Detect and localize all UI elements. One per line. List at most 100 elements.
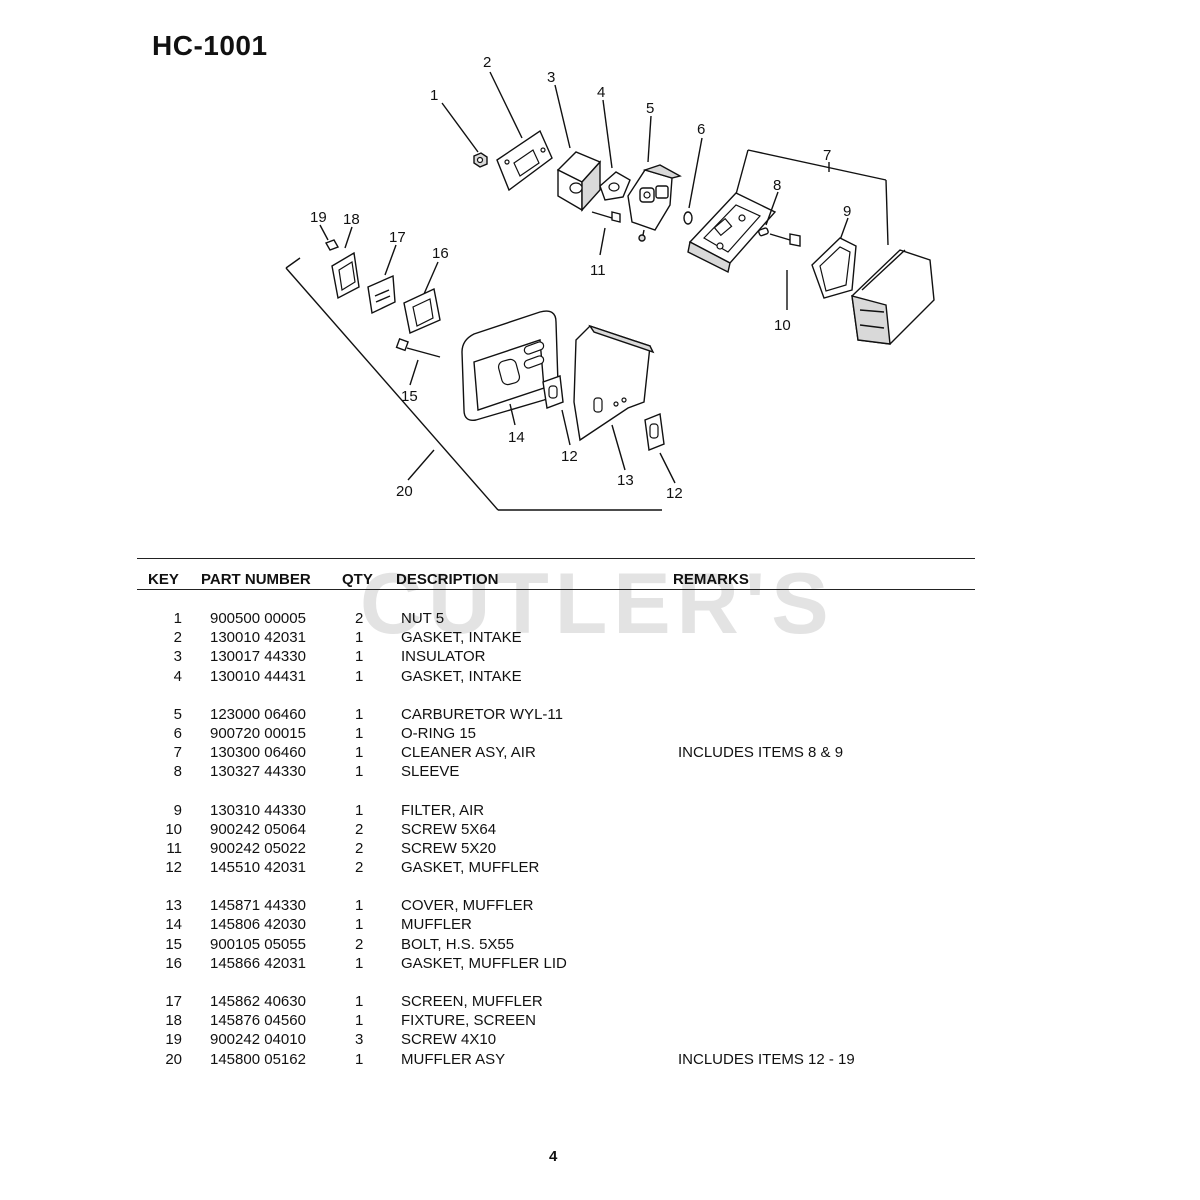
carburetor-part	[627, 115, 682, 242]
cell-qty: 3	[355, 1031, 364, 1049]
cell-description: GASKET, MUFFLER	[401, 859, 540, 877]
cell-part-number: 900242 05064	[210, 820, 306, 838]
callout-3: 3	[547, 69, 555, 86]
air-cleaner-cover-part	[851, 249, 935, 345]
cell-key: 8	[173, 763, 182, 781]
callout-19: 19	[310, 209, 327, 226]
insulator-part	[554, 84, 602, 212]
callout-14: 14	[508, 429, 525, 446]
cell-key: 12	[165, 859, 182, 877]
cell-description: MUFFLER ASY	[401, 1050, 506, 1068]
callout-9: 9	[843, 203, 851, 220]
cell-key: 10	[165, 820, 182, 838]
nut-part	[441, 102, 488, 168]
cell-part-number: 145806 42030	[210, 916, 306, 934]
callout-6: 6	[697, 121, 705, 138]
intake-gasket-part	[489, 71, 553, 192]
table-row: 16 145866 42031 1 GASKET, MUFFLER LID	[137, 955, 975, 974]
muffler-gasket-2-part	[644, 413, 676, 484]
cell-qty: 2	[355, 610, 364, 627]
muffler-bolt-part	[395, 337, 441, 386]
callout-labels: 1 2 3 4 5 6 7 8 9 10 11 19 18 17 16 15 1…	[310, 54, 851, 502]
cell-key: 1	[173, 610, 182, 627]
cell-part-number: 130327 44330	[210, 763, 306, 781]
cell-part-number: 130010 44431	[210, 667, 306, 685]
callout-10: 10	[774, 317, 791, 334]
cell-part-number: 900242 05022	[210, 839, 306, 857]
cell-part-number: 145871 44330	[210, 897, 306, 915]
cell-qty: 2	[355, 859, 364, 877]
callout-11: 11	[590, 262, 606, 279]
cell-description: SCREW 5X64	[401, 820, 497, 838]
cell-key: 9	[173, 801, 182, 819]
cell-key: 11	[166, 839, 182, 857]
cell-qty: 1	[355, 897, 364, 915]
screen-fixture-part	[331, 226, 360, 300]
o-ring-part	[683, 137, 703, 225]
cell-key: 7	[173, 744, 182, 762]
callout-20: 20	[396, 483, 413, 500]
page-number: 4	[549, 1148, 558, 1165]
cell-description: INSULATOR	[401, 648, 486, 666]
air-filter-part	[811, 217, 857, 299]
cell-key: 5	[173, 705, 182, 723]
cell-description: SCREEN, MUFFLER	[401, 993, 543, 1010]
cell-part-number: 145866 42031	[210, 954, 306, 972]
cell-qty: 1	[355, 648, 364, 666]
callout-7: 7	[823, 147, 831, 164]
cell-key: 18	[165, 1012, 182, 1030]
cell-remarks: INCLUDES ITEMS 8 & 9	[678, 744, 844, 762]
header-remarks: REMARKS	[673, 571, 749, 588]
table-rule-bottom	[137, 589, 975, 590]
intake-gasket-2-part	[599, 99, 631, 201]
cell-qty: 1	[355, 801, 364, 819]
cell-qty: 1	[355, 705, 364, 723]
muffler-assembly-bracket	[285, 257, 662, 511]
cell-part-number: 130300 06460	[210, 744, 306, 762]
sleeve-part	[758, 191, 779, 237]
callout-16: 16	[432, 245, 449, 262]
cell-part-number: 130017 44330	[210, 648, 306, 666]
cell-description: SCREW 5X20	[401, 839, 497, 857]
screen-screw-part	[319, 224, 340, 251]
muffler-gasket-part	[542, 375, 571, 446]
muffler-part	[461, 310, 559, 426]
muffler-screen-part	[367, 244, 397, 315]
cell-part-number: 900720 00015	[210, 724, 306, 742]
cell-description: GASKET, INTAKE	[401, 629, 522, 647]
exploded-parts-diagram: 1 2 3 4 5 6 7 8 9 10 11 19 18 17 16 15 1…	[285, 54, 935, 511]
cell-qty: 1	[355, 763, 364, 781]
cell-part-number: 130010 42031	[210, 629, 306, 647]
cell-qty: 2	[355, 839, 364, 857]
cell-qty: 1	[355, 954, 364, 972]
cell-key: 2	[173, 629, 182, 647]
cell-part-number: 145876 04560	[210, 1012, 306, 1030]
cell-qty: 1	[355, 629, 364, 647]
callout-4: 4	[597, 84, 605, 101]
cell-key: 17	[165, 993, 182, 1010]
air-cleaner-base-part	[687, 192, 777, 274]
cell-description: FIXTURE, SCREEN	[401, 1012, 537, 1030]
cell-key: 14	[165, 916, 182, 934]
callout-18: 18	[343, 211, 360, 228]
cell-description: GASKET, MUFFLER LID	[401, 954, 567, 972]
cell-key: 6	[173, 724, 182, 742]
cell-part-number: 145862 40630	[210, 993, 306, 1010]
model-title: HC-1001	[152, 30, 268, 61]
cell-key: 16	[165, 954, 182, 972]
callout-8: 8	[773, 177, 781, 194]
